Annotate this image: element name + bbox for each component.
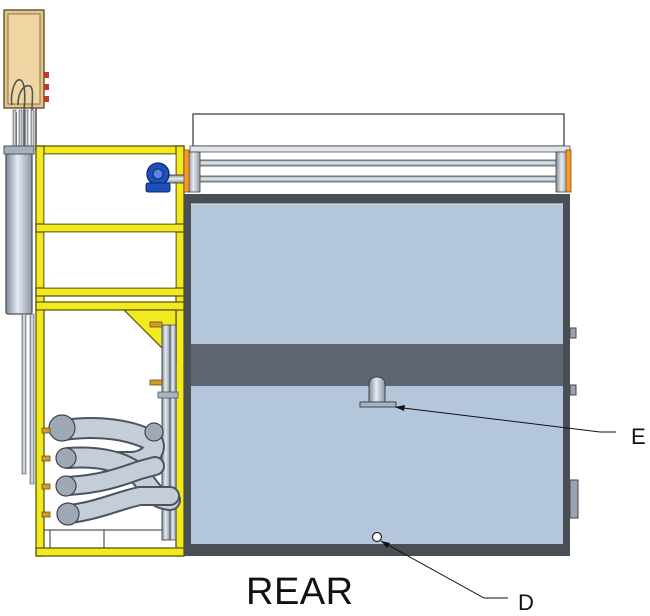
callout-e: E — [631, 424, 646, 449]
overflow-fitting — [359, 376, 397, 408]
leader-arrow-d — [381, 541, 390, 548]
storage-tank — [184, 194, 570, 556]
callout-d: D — [518, 590, 534, 615]
heater-cylinder — [3, 145, 35, 485]
view-title: REAR — [246, 571, 354, 613]
lower-frame-grid — [44, 529, 176, 548]
frame-bays — [43, 153, 177, 289]
circulation-pump — [145, 162, 189, 193]
manifold-valves — [41, 427, 51, 518]
side-nozzles — [569, 327, 579, 519]
control-panel — [3, 9, 49, 109]
leader-line-e — [394, 406, 616, 433]
drain-fitting — [371, 531, 383, 543]
manifold-flanges — [48, 414, 164, 526]
callout-leaders — [380, 405, 616, 599]
leader-arrow-e — [395, 405, 405, 411]
top-fill-section — [183, 113, 572, 193]
leader-line-d — [380, 540, 508, 599]
